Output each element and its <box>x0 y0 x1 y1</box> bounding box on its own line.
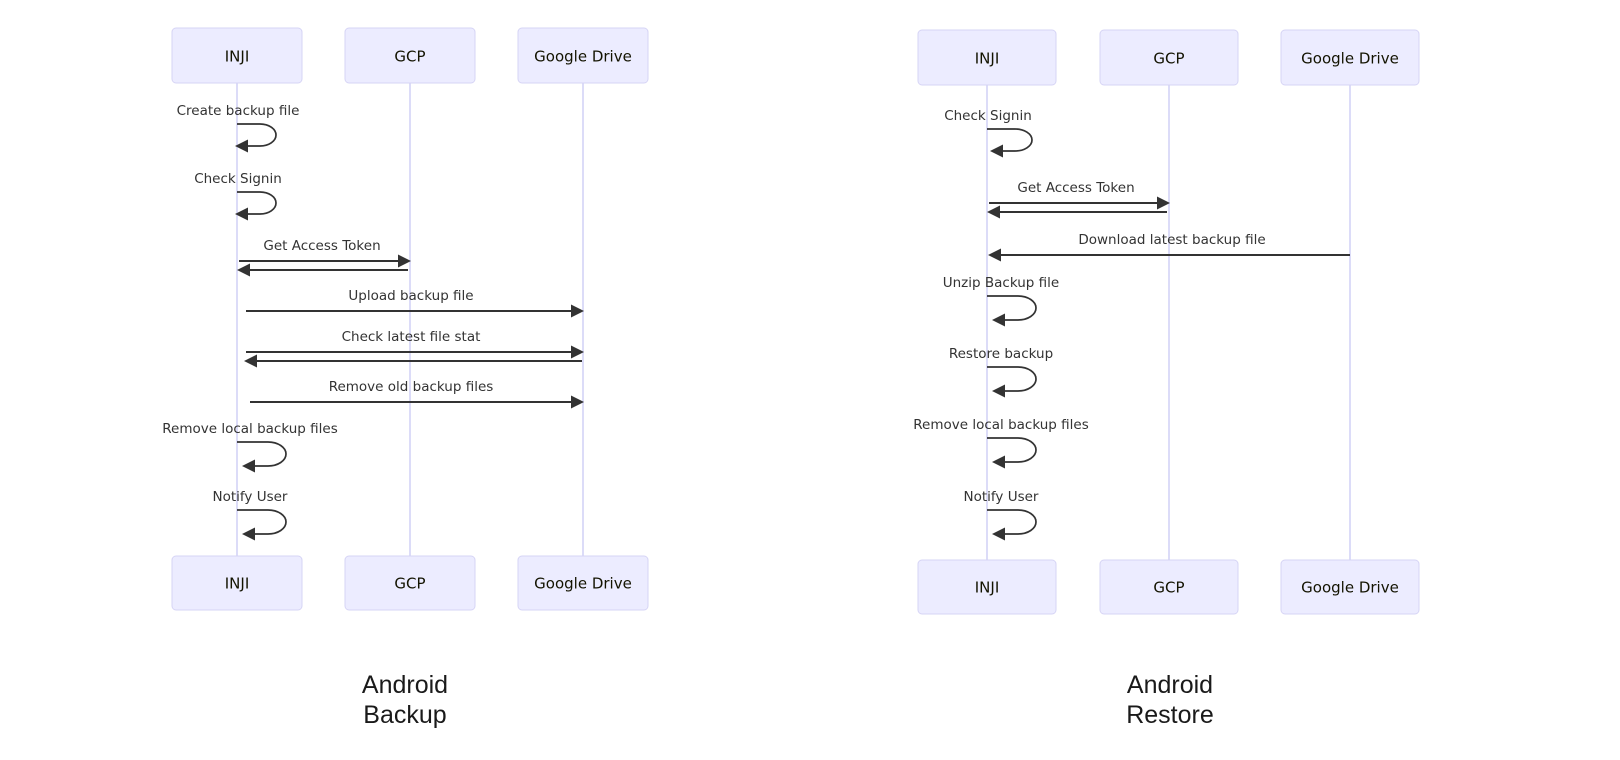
sequence-diagram-android-backup: INJI GCP Google Drive Create backup file… <box>0 0 810 650</box>
message-download-latest-backup-file[interactable]: Download latest backup file <box>988 232 1350 262</box>
message-check-latest-file-stat[interactable]: Check latest file stat <box>244 329 584 368</box>
actor-header-google-drive-label: Google Drive <box>1301 50 1399 68</box>
diagram-caption-android-backup: Android Backup <box>361 671 449 729</box>
actor-footer-inji[interactable]: INJI <box>917 559 1057 615</box>
actor-header-inji[interactable]: INJI <box>917 29 1057 86</box>
message-remove-local-backup-files-label: Remove local backup files <box>913 417 1089 433</box>
actor-footer-gcp[interactable]: GCP <box>344 555 476 611</box>
actor-header-gcp[interactable]: GCP <box>344 27 476 84</box>
sequence-diagram-android-restore: INJI GCP Google Drive Check Signin Get A… <box>810 0 1620 650</box>
message-check-latest-file-stat-label: Check latest file stat <box>342 329 481 345</box>
actor-footer-inji-label: INJI <box>225 575 250 593</box>
actor-header-gcp-label: GCP <box>394 48 425 66</box>
actor-header-google-drive[interactable]: Google Drive <box>517 27 649 84</box>
actor-header-google-drive[interactable]: Google Drive <box>1280 29 1420 86</box>
message-get-access-token[interactable]: Get Access Token <box>987 180 1170 219</box>
actor-footer-inji[interactable]: INJI <box>171 555 303 611</box>
message-notify-user-label: Notify User <box>964 489 1039 505</box>
actor-header-inji-label: INJI <box>975 50 1000 68</box>
actor-header-inji-label: INJI <box>225 48 250 66</box>
message-get-access-token-label: Get Access Token <box>1017 180 1134 196</box>
message-check-signin-label: Check Signin <box>944 108 1032 124</box>
message-notify-user[interactable]: Notify User <box>213 489 288 541</box>
message-remove-local-backup-files[interactable]: Remove local backup files <box>913 417 1089 469</box>
actor-footer-gcp-label: GCP <box>394 575 425 593</box>
actor-header-gcp-label: GCP <box>1153 50 1184 68</box>
message-remove-local-backup-files-label: Remove local backup files <box>162 421 338 437</box>
message-remove-old-backup-files-label: Remove old backup files <box>329 379 494 395</box>
message-notify-user[interactable]: Notify User <box>964 489 1039 541</box>
message-restore-backup-label: Restore backup <box>949 346 1053 362</box>
actor-footer-gcp[interactable]: GCP <box>1099 559 1239 615</box>
actor-footer-google-drive-label: Google Drive <box>1301 579 1399 597</box>
actor-footer-google-drive[interactable]: Google Drive <box>517 555 649 611</box>
actor-footer-google-drive[interactable]: Google Drive <box>1280 559 1420 615</box>
message-remove-local-backup-files[interactable]: Remove local backup files <box>162 421 338 473</box>
actor-header-gcp[interactable]: GCP <box>1099 29 1239 86</box>
message-check-signin[interactable]: Check Signin <box>944 108 1033 158</box>
message-check-signin[interactable]: Check Signin <box>194 171 282 221</box>
message-check-signin-label: Check Signin <box>194 171 282 187</box>
message-remove-old-backup-files[interactable]: Remove old backup files <box>250 379 584 409</box>
actor-footer-inji-label: INJI <box>975 579 1000 597</box>
actor-header-inji[interactable]: INJI <box>171 27 303 84</box>
message-create-backup-file-label: Create backup file <box>177 103 300 119</box>
message-download-latest-backup-file-label: Download latest backup file <box>1078 232 1265 248</box>
message-upload-backup-file[interactable]: Upload backup file <box>246 288 584 318</box>
diagram-caption-android-restore: Android Restore <box>1126 671 1214 729</box>
message-unzip-backup-file-label: Unzip Backup file <box>943 275 1059 291</box>
message-upload-backup-file-label: Upload backup file <box>348 288 473 304</box>
actor-footer-gcp-label: GCP <box>1153 579 1184 597</box>
message-create-backup-file[interactable]: Create backup file <box>177 103 300 153</box>
message-unzip-backup-file[interactable]: Unzip Backup file <box>943 275 1059 327</box>
actor-footer-google-drive-label: Google Drive <box>534 575 632 593</box>
message-get-access-token[interactable]: Get Access Token <box>237 238 411 277</box>
message-restore-backup[interactable]: Restore backup <box>949 346 1053 398</box>
message-notify-user-label: Notify User <box>213 489 288 505</box>
message-get-access-token-label: Get Access Token <box>263 238 380 254</box>
actor-header-google-drive-label: Google Drive <box>534 48 632 66</box>
